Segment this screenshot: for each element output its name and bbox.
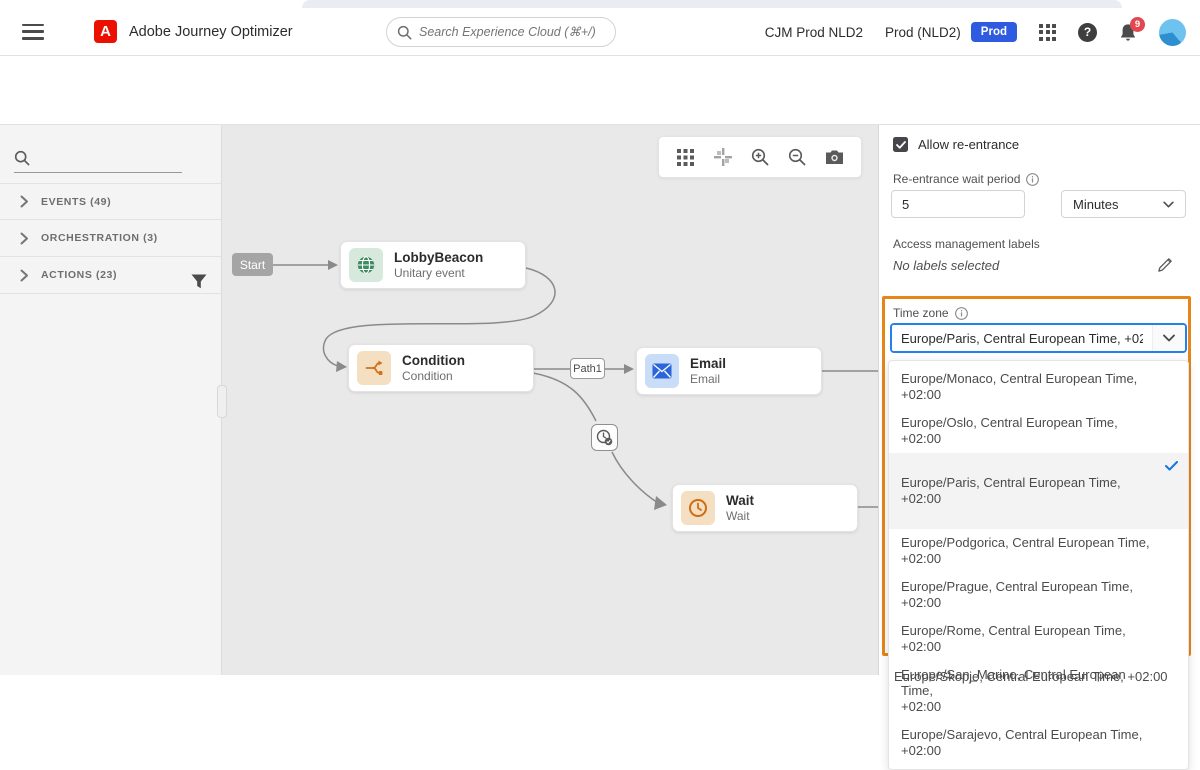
sidebar-collapse-handle[interactable] xyxy=(217,385,227,418)
help-icon[interactable]: ? xyxy=(1078,22,1097,42)
hamburger-menu-icon[interactable] xyxy=(22,23,44,40)
chevron-right-icon xyxy=(20,269,28,281)
wait-period-unit-select[interactable]: Minutes xyxy=(1061,190,1186,218)
timezone-label: Time zone xyxy=(893,306,949,320)
timezone-option[interactable]: Europe/Prague, Central European Time, +0… xyxy=(901,579,1133,610)
environment-name[interactable]: Prod (NLD2) xyxy=(885,24,961,40)
edit-labels-icon[interactable] xyxy=(1157,256,1174,273)
app-switcher-icon[interactable] xyxy=(1039,23,1056,41)
timezone-option[interactable]: Europe/Monaco, Central European Time, +0… xyxy=(901,371,1138,402)
sidebar-section-events[interactable]: EVENTS (49) xyxy=(0,183,222,220)
scheduled-timer-icon[interactable] xyxy=(591,424,618,451)
node-wait[interactable]: Wait Wait xyxy=(672,484,858,532)
app-title: Adobe Journey Optimizer xyxy=(129,23,293,40)
filter-icon[interactable] xyxy=(191,274,207,289)
info-icon[interactable] xyxy=(1026,172,1040,186)
email-envelope-icon xyxy=(645,354,679,388)
chevron-down-icon xyxy=(1163,334,1175,342)
timezone-listbox: Europe/Monaco, Central European Time, +0… xyxy=(888,360,1189,770)
wait-period-label: Re-entrance wait period xyxy=(893,172,1021,186)
search-icon xyxy=(397,25,412,39)
node-email[interactable]: Email Email xyxy=(636,347,822,395)
chevron-right-icon xyxy=(20,232,28,244)
node-palette-sidebar: EVENTS (49) ORCHESTRATION (3) ACTIONS (2… xyxy=(0,125,222,675)
user-avatar[interactable] xyxy=(1159,18,1186,46)
zoom-out-icon[interactable] xyxy=(784,144,810,170)
notification-count-badge: 9 xyxy=(1130,16,1145,32)
search-input[interactable] xyxy=(419,25,605,39)
sidebar-section-orchestration[interactable]: ORCHESTRATION (3) xyxy=(0,220,222,257)
wait-clock-icon xyxy=(681,491,715,525)
timezone-combobox[interactable] xyxy=(890,323,1187,353)
branch-condition-icon xyxy=(357,351,391,385)
start-node[interactable]: Start xyxy=(232,253,273,276)
timezone-option-selected[interactable]: Europe/Paris, Central European Time, +02… xyxy=(889,453,1188,529)
fit-to-screen-icon[interactable] xyxy=(710,144,736,170)
canvas-toolbar xyxy=(658,136,862,178)
globe-event-icon xyxy=(349,248,383,282)
timezone-dropdown-button[interactable] xyxy=(1152,325,1185,351)
prod-badge: Prod xyxy=(970,22,1017,42)
search-icon xyxy=(14,150,30,166)
selected-check-icon xyxy=(1165,461,1178,471)
canvas-edges xyxy=(272,260,878,510)
adobe-logo: A xyxy=(94,20,117,43)
grid-view-icon[interactable] xyxy=(673,144,699,170)
timezone-option[interactable]: Europe/Rome, Central European Time, +02:… xyxy=(901,623,1126,654)
journey-header: Lobby and Restaurant 2 Journey Draft Ver… xyxy=(0,56,1200,167)
snapshot-camera-icon[interactable] xyxy=(821,144,847,170)
sidebar-section-actions[interactable]: ACTIONS (23) xyxy=(0,257,222,294)
top-nav-right: CJM Prod NLD2 Prod (NLD2) Prod ? 9 xyxy=(765,8,1186,56)
zoom-in-icon[interactable] xyxy=(747,144,773,170)
timezone-option-partial[interactable]: Europe/Skopje, Central European Time, +0… xyxy=(894,669,1168,684)
timezone-option[interactable]: Europe/Sarajevo, Central European Time, … xyxy=(901,727,1143,758)
timezone-option[interactable]: Europe/Oslo, Central European Time, +02:… xyxy=(901,415,1118,446)
palette-search-input[interactable] xyxy=(14,145,182,173)
info-icon[interactable] xyxy=(954,306,968,320)
chevron-right-icon xyxy=(20,195,28,208)
chevron-down-icon xyxy=(1163,201,1174,207)
access-labels-value: No labels selected xyxy=(893,258,1000,273)
node-condition[interactable]: Condition Condition xyxy=(348,344,534,392)
access-labels-title: Access management labels xyxy=(893,237,1040,251)
path-label[interactable]: Path1 xyxy=(570,358,605,379)
journey-canvas[interactable]: Start LobbyBeacon Unitary event Conditio… xyxy=(217,125,878,675)
timezone-input[interactable] xyxy=(892,325,1152,351)
notifications-bell-icon[interactable]: 9 xyxy=(1119,16,1145,42)
wait-period-input[interactable] xyxy=(891,190,1025,218)
top-nav: A Adobe Journey Optimizer CJM Prod NLD2 … xyxy=(0,8,1200,56)
node-lobbybeacon[interactable]: LobbyBeacon Unitary event xyxy=(340,241,526,289)
checkbox-checked-icon xyxy=(893,137,908,152)
timezone-option[interactable]: Europe/Podgorica, Central European Time,… xyxy=(901,535,1150,566)
experience-cloud-search[interactable] xyxy=(386,17,616,47)
allow-reentrance-checkbox[interactable]: Allow re-entrance xyxy=(893,137,1019,152)
journey-properties-panel: Allow re-entrance Re-entrance wait perio… xyxy=(878,125,1200,770)
timezone-highlighted-region: Time zone Europe/Monaco, Central Europea… xyxy=(882,296,1191,770)
browser-tab-artifact xyxy=(302,0,1122,8)
org-name[interactable]: CJM Prod NLD2 xyxy=(764,24,864,40)
